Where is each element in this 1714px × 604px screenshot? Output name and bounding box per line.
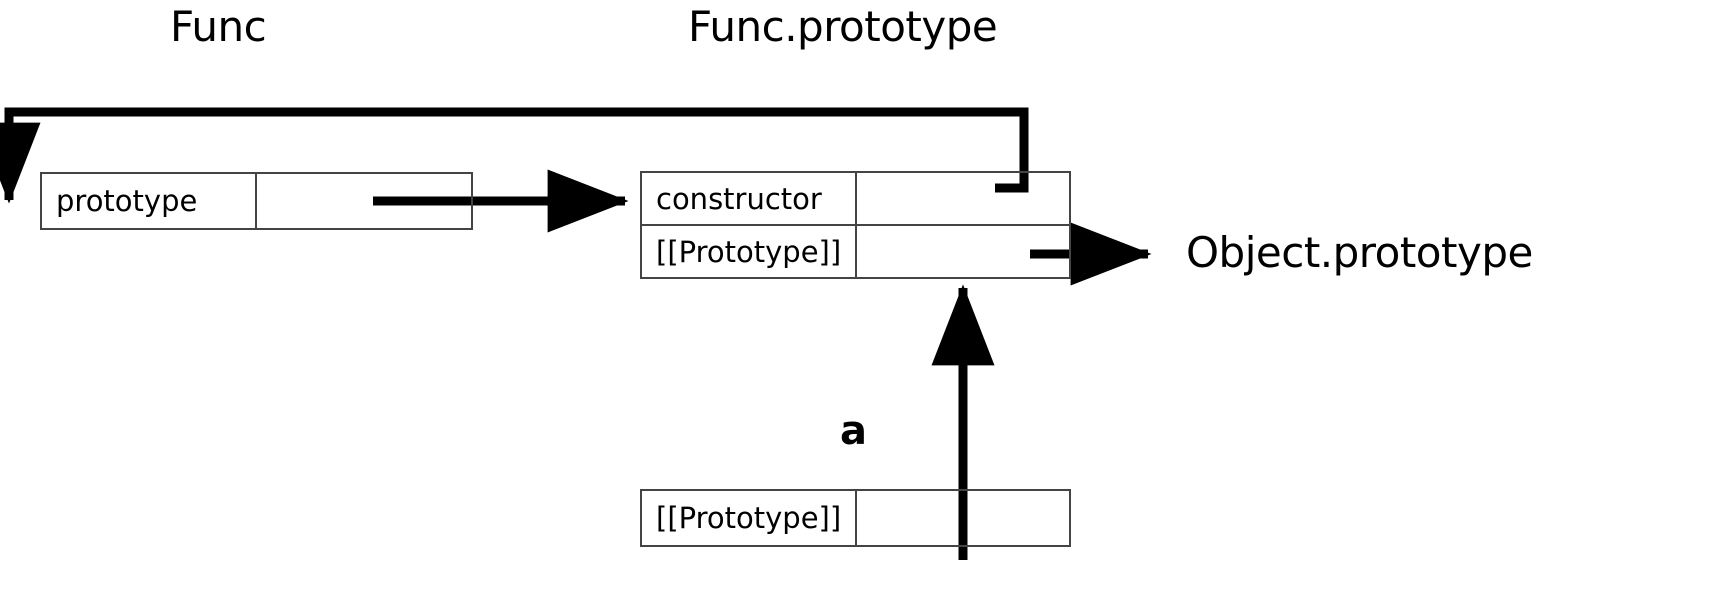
cell-value-a-prototype — [857, 491, 1069, 545]
cell-value-constructor — [857, 173, 1069, 224]
row-a-prototype: [[Prototype]] — [642, 491, 1069, 545]
cell-key-funcproto-prototype: [[Prototype]] — [642, 226, 857, 277]
box-a-object: [[Prototype]] — [640, 489, 1071, 547]
title-func-prototype: Func.prototype — [688, 2, 998, 51]
cell-key-func-prototype: prototype — [42, 174, 257, 228]
title-func: Func — [170, 2, 267, 51]
row-funcproto-prototype: [[Prototype]] — [642, 224, 1069, 277]
box-func-prototype: constructor [[Prototype]] — [640, 171, 1071, 279]
row-func-prototype: prototype — [42, 174, 471, 228]
cell-key-a-prototype: [[Prototype]] — [642, 491, 857, 545]
arrow-constructor-to-func — [0, 107, 1029, 204]
cell-value-func-prototype — [257, 174, 471, 228]
cell-value-funcproto-prototype — [857, 226, 1069, 277]
label-variable-a: a — [840, 408, 867, 454]
row-constructor: constructor — [642, 173, 1069, 224]
title-object-prototype: Object.prototype — [1186, 228, 1533, 277]
box-func: prototype — [40, 172, 473, 230]
cell-key-constructor: constructor — [642, 173, 857, 224]
